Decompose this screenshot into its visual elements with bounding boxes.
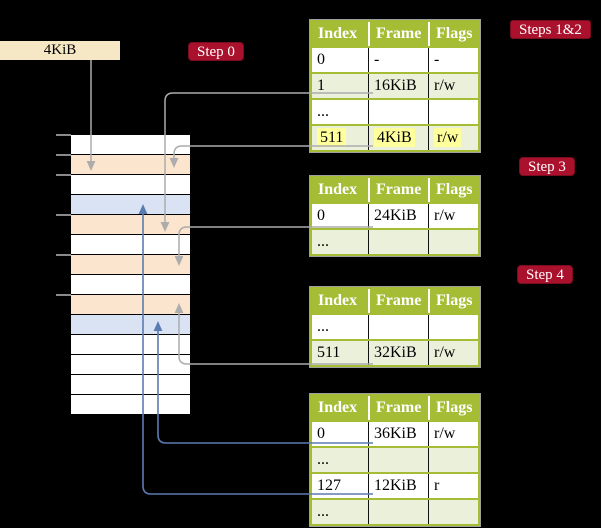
table-header: Index Frame Flags <box>312 178 478 202</box>
table-row: 0 24KiB r/w <box>312 202 478 228</box>
column-header-flags: Flags <box>428 396 478 420</box>
column-header-index: Index <box>318 399 358 416</box>
memory-tick <box>56 154 71 156</box>
memory-row-2 <box>71 155 190 175</box>
table-row: 0 36KiB r/w <box>312 420 478 446</box>
memory-row-10 <box>71 315 190 335</box>
page-size-box: 4KiB <box>0 41 120 60</box>
memory-row-8 <box>71 275 190 295</box>
column-header-flags: Flags <box>428 289 478 313</box>
column-header-frame: Frame <box>368 396 428 420</box>
memory-row-4 <box>71 195 190 215</box>
memory-tick <box>56 254 71 256</box>
memory-row-6 <box>71 235 190 255</box>
memory-tick <box>56 294 71 296</box>
column-header-flags: Flags <box>428 22 478 46</box>
table-header: Index Frame Flags <box>312 396 478 420</box>
column-header-frame: Frame <box>368 22 428 46</box>
column-header-frame: Frame <box>368 178 428 202</box>
memory-tick <box>56 134 71 136</box>
table-row: 0 - - <box>312 46 478 72</box>
memory-row-14 <box>71 395 190 415</box>
table-row: ... <box>312 446 478 472</box>
page-table-step-3: Index Frame Flags 0 24KiB r/w ... <box>310 176 480 256</box>
table-row-highlighted: 511 4KiB r/w <box>312 124 478 150</box>
memory-row-5 <box>71 215 190 235</box>
table-header: Index Frame Flags <box>312 289 478 313</box>
memory-row-3 <box>71 175 190 195</box>
table-row: ... <box>312 98 478 124</box>
memory-row-11 <box>71 335 190 355</box>
memory-row-12 <box>71 355 190 375</box>
page-table-final: Index Frame Flags 0 36KiB r/w ... 127 12… <box>310 394 480 526</box>
column-header-index: Index <box>318 25 358 42</box>
column-header-index: Index <box>318 292 358 309</box>
badge-step-3: Step 3 <box>519 157 575 176</box>
table-row: ... <box>312 228 478 254</box>
memory-row-1 <box>71 135 190 155</box>
table-row: 127 12KiB r <box>312 472 478 498</box>
table-row: 1 16KiB r/w <box>312 72 478 98</box>
table-header: Index Frame Flags <box>312 22 478 46</box>
memory-tick <box>56 214 71 216</box>
column-header-index: Index <box>318 181 358 198</box>
page-table-steps-1-2: Index Frame Flags 0 - - 1 16KiB r/w ... … <box>310 20 480 152</box>
memory-row-13 <box>71 375 190 395</box>
memory-column <box>71 135 190 415</box>
column-header-flags: Flags <box>428 178 478 202</box>
table-row: ... <box>312 313 478 339</box>
column-header-frame: Frame <box>368 289 428 313</box>
memory-row-9 <box>71 295 190 315</box>
memory-row-7 <box>71 255 190 275</box>
table-row: 511 32KiB r/w <box>312 339 478 365</box>
badge-step-0: Step 0 <box>188 42 244 61</box>
memory-tick <box>56 174 71 176</box>
page-table-step-4: Index Frame Flags ... 511 32KiB r/w <box>310 287 480 367</box>
badge-step-4: Step 4 <box>517 265 573 284</box>
table-row: ... <box>312 498 478 524</box>
badge-steps-1-2: Steps 1&2 <box>510 20 591 39</box>
